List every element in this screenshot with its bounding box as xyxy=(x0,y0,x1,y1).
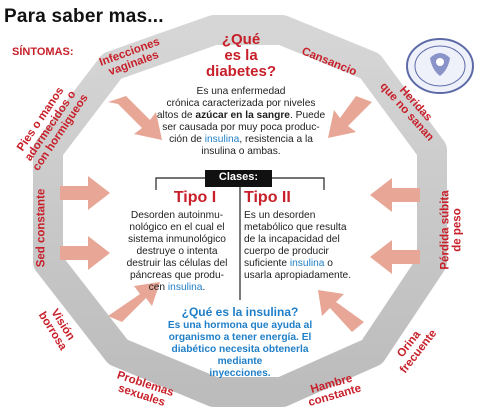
arrow-left-lower xyxy=(60,236,110,270)
insulin-question: ¿Qué es la insulina? xyxy=(181,305,299,319)
def-highlight: azúcar en la sangre xyxy=(195,110,290,121)
symptom-perdida-de-peso: Pérdida súbita de peso xyxy=(440,190,464,269)
def-line: crónica caracterizada por niveles xyxy=(166,98,316,109)
seal-logo xyxy=(406,38,474,94)
def-text: . Puede xyxy=(289,110,326,121)
type2-insulin: insulina xyxy=(289,258,325,269)
def-line: ser causada por muy poca produc- xyxy=(162,122,320,133)
arrow-right-upper xyxy=(370,178,420,212)
type2-line: suficiente insulina o xyxy=(244,258,370,270)
type1-description: Desorden autoinmu- nológico en el cual e… xyxy=(118,210,236,294)
type2-line: metabólico que resulta xyxy=(244,222,347,233)
arrow-top-right xyxy=(328,96,372,138)
type2-line: Es un desorden xyxy=(244,210,316,221)
type2-description: Es un desorden metabólico que resulta de… xyxy=(244,210,370,282)
insulin-line: Es una hormona que ayuda al xyxy=(167,320,313,331)
symptom-line: de peso xyxy=(451,208,464,252)
type1-text: cen xyxy=(148,282,168,293)
def-line: Es una enfermedad xyxy=(196,86,286,97)
type2-line: cuerpo de producir xyxy=(244,246,329,257)
type1-line: páncreas que produ- xyxy=(129,270,224,281)
type2-title: Tipo II xyxy=(244,189,291,206)
arrow-left-upper xyxy=(60,176,110,210)
arrows xyxy=(60,96,420,332)
type2-text: suficiente xyxy=(244,258,290,269)
symptom-line: Pérdida súbita xyxy=(439,190,452,270)
def-text: altos de xyxy=(156,110,196,121)
def-line: insulina o ambas. xyxy=(201,146,281,157)
octagon-ring xyxy=(33,15,447,407)
insulin-line: mediante xyxy=(217,356,263,367)
classes-bracket xyxy=(155,177,325,300)
arrow-bottom-right xyxy=(318,290,364,332)
question-line-3: diabetes? xyxy=(205,63,277,80)
diabetes-definition: Es una enfermedad crónica caracterizada … xyxy=(130,86,352,158)
type1-text: . xyxy=(202,282,206,293)
insulin-line: organismo a tener energía. El xyxy=(168,332,312,343)
arrow-bottom-left xyxy=(108,282,160,322)
question-line-2: es la xyxy=(224,47,258,64)
insulin-line: diabético necesita obtenerla xyxy=(171,344,309,355)
question-line-1: ¿Qué xyxy=(221,31,261,48)
type1-line: cen insulina. xyxy=(118,282,236,294)
def-line: ción de insulina, resistencia a la xyxy=(130,134,352,146)
type1-line: nológico en el cual el xyxy=(129,222,225,233)
diabetes-question: ¿Qué es la diabetes? xyxy=(196,32,286,80)
arrow-right-lower xyxy=(370,240,420,274)
def-line: altos de azúcar en la sangre. Puede xyxy=(130,110,352,122)
insulin-answer: Es una hormona que ayuda al organismo a … xyxy=(150,320,330,380)
symptoms-label: SÍNTOMAS: xyxy=(12,46,74,58)
symptom-line: Sed constante xyxy=(35,188,48,268)
classes-label: Clases: xyxy=(218,171,259,183)
type2-line: usarla apropiadamente. xyxy=(244,270,352,281)
type2-text: o xyxy=(324,258,333,269)
type1-line: destruir las células del xyxy=(126,258,228,269)
type1-line: sistema inmunológico xyxy=(128,234,226,245)
type1-insulin: insulina xyxy=(167,282,203,293)
def-insulin: insulina xyxy=(204,134,240,145)
page-title: Para saber mas... xyxy=(4,6,164,27)
def-text: ción de xyxy=(169,134,205,145)
type1-title: Tipo I xyxy=(173,189,217,206)
type2-line: de la incapacidad del xyxy=(244,234,340,245)
type1-line: Desorden autoinmu- xyxy=(130,210,224,221)
symptom-sed-constante: Sed constante xyxy=(35,189,47,268)
classes-label-box xyxy=(205,170,272,187)
arrow-top-left xyxy=(108,96,162,140)
insulin-line: inyecciones. xyxy=(209,368,271,379)
type1-line: destruye o intenta xyxy=(136,246,218,257)
def-text: , resistencia a la xyxy=(239,134,313,145)
